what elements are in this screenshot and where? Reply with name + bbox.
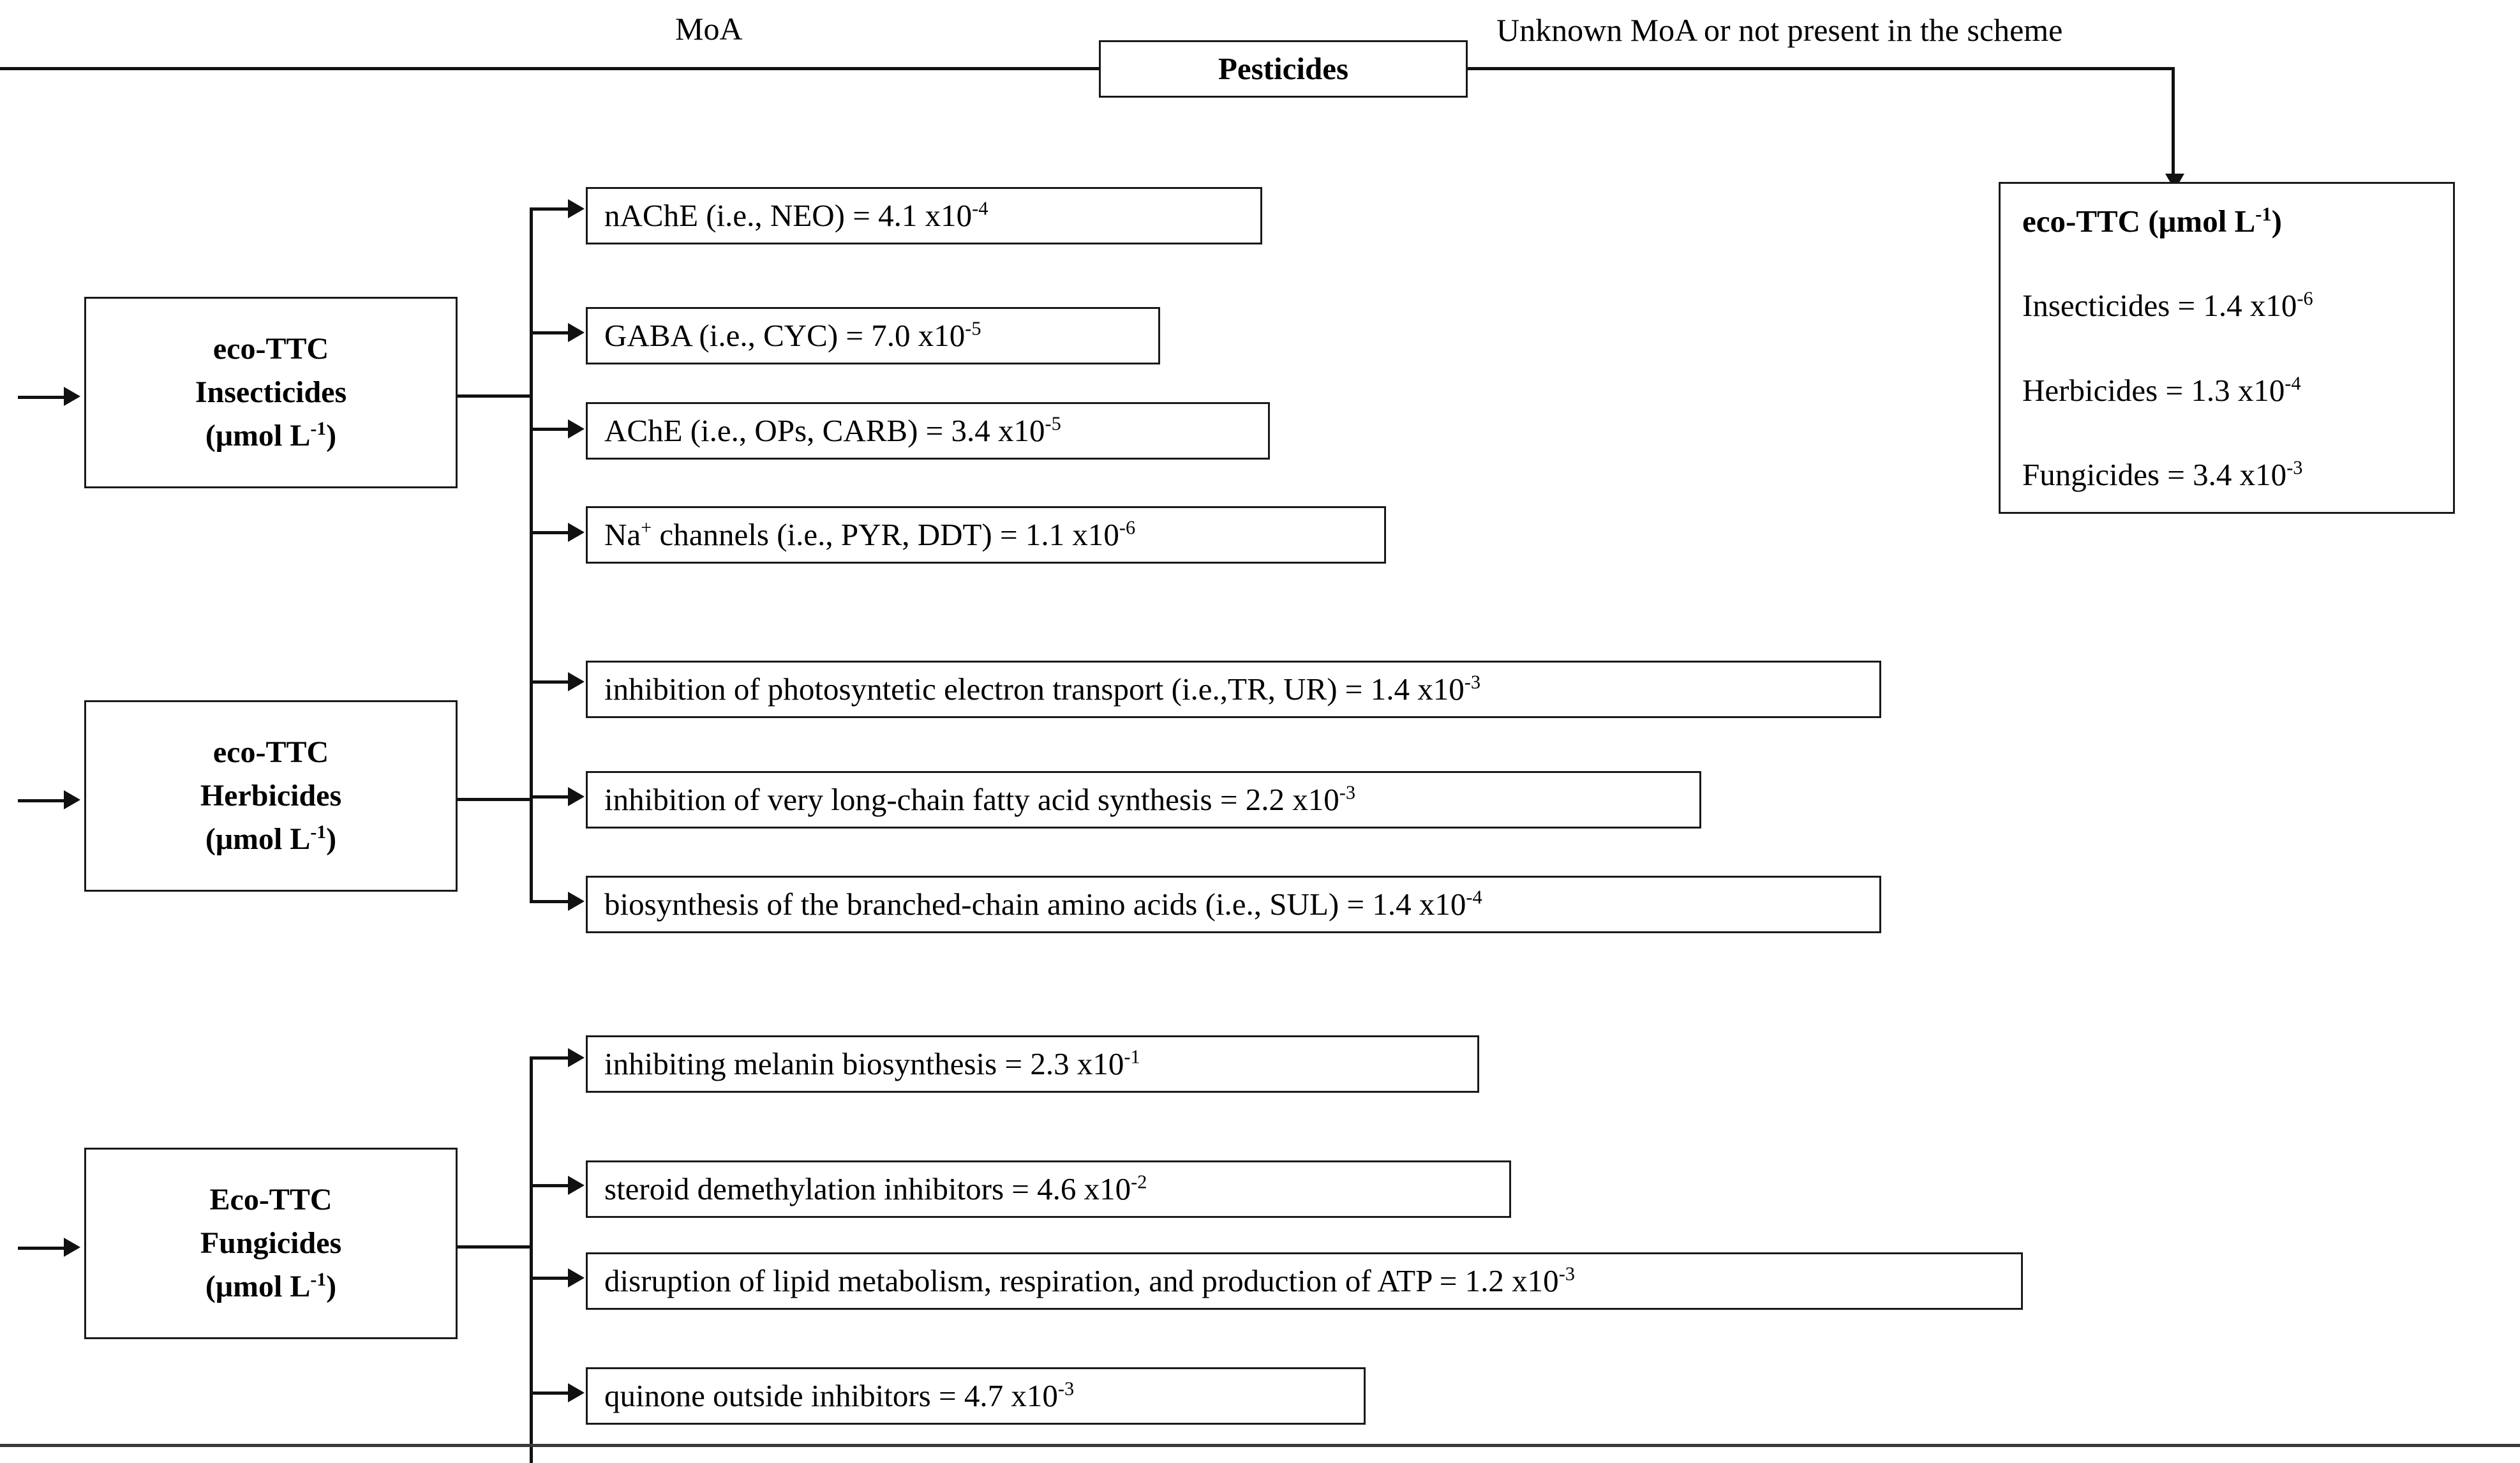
pesticides-box[interactable]: Pesticides	[1099, 40, 1468, 98]
moa-box-na-channels[interactable]: Na+ channels (i.e., PYR, DDT) = 1.1 x10-…	[586, 506, 1386, 564]
moa-box-quinone-outside-inhibitors[interactable]: quinone outside inhibitors = 4.7 x10-3	[586, 1367, 1366, 1425]
trunk-elbow-down	[2172, 67, 2175, 177]
ecottc-insecticides-line2: Insecticides	[195, 375, 347, 409]
herbicides-branch-3	[530, 900, 570, 903]
moa-box-branched-chain-amino-acids[interactable]: biosynthesis of the branched-chain amino…	[586, 876, 1881, 933]
bottom-divider	[0, 1444, 2520, 1447]
unknown-panel-heading-exp: -1	[2255, 203, 2272, 225]
unknown-moa-ecottc-panel[interactable]: eco-TTC (μmol L-1) Insecticides = 1.4 x1…	[1999, 182, 2455, 514]
moa-box-steroid-demethylation[interactable]: steroid demethylation inhibitors = 4.6 x…	[586, 1160, 1511, 1218]
moa-box-melanin-biosynthesis[interactable]: inhibiting melanin biosynthesis = 2.3 x1…	[586, 1035, 1479, 1093]
ecottc-insecticides-line3: (μmol L-1)	[205, 418, 337, 453]
insecticides-inbound-arrowhead	[64, 387, 80, 406]
unknown-panel-row-insecticides: Insecticides = 1.4 x10-6	[2022, 288, 2313, 324]
fungicides-inbound-line	[18, 1247, 65, 1250]
insecticides-branch-2	[530, 331, 570, 334]
fungicides-spine	[530, 1056, 533, 1463]
ecottc-insecticides-box[interactable]: eco-TTC Insecticides (μmol L-1)	[84, 297, 458, 488]
herbicides-arrowhead-2	[568, 787, 585, 806]
insecticides-branch-1	[530, 207, 570, 211]
moa-box-branched-chain-amino-acids-label: biosynthesis of the branched-chain amino…	[604, 886, 1482, 922]
ecottc-fungicides-line1: Eco-TTC	[209, 1182, 332, 1217]
moa-box-ache-label: AChE (i.e., OPs, CARB) = 3.4 x10-5	[604, 412, 1061, 449]
ecottc-fungicides-line2: Fungicides	[200, 1226, 342, 1260]
herbicides-spine	[530, 680, 533, 903]
moa-box-nachE-label: nAChE (i.e., NEO) = 4.1 x10-4	[604, 197, 988, 234]
insecticides-arrowhead-1	[568, 199, 585, 218]
unknown-panel-row-herbicides: Herbicides = 1.3 x10-4	[2022, 372, 2301, 408]
moa-box-fatty-acid-synthesis[interactable]: inhibition of very long-chain fatty acid…	[586, 771, 1701, 829]
herbicides-arrowhead-3	[568, 892, 585, 911]
herbicides-arrowhead-1	[568, 672, 585, 691]
unknown-panel-row-fungicides: Fungicides = 3.4 x10-3	[2022, 456, 2303, 492]
insecticides-spine	[530, 207, 533, 853]
moa-box-melanin-biosynthesis-label: inhibiting melanin biosynthesis = 2.3 x1…	[604, 1046, 1140, 1082]
fungicides-arrowhead-2	[568, 1176, 585, 1195]
ecottc-fungicides-box[interactable]: Eco-TTC Fungicides (μmol L-1)	[84, 1148, 458, 1339]
moa-box-fatty-acid-synthesis-label: inhibition of very long-chain fatty acid…	[604, 781, 1356, 818]
insecticides-arrowhead-2	[568, 323, 585, 342]
fungicides-branch-3	[530, 1277, 570, 1280]
moa-box-nachE[interactable]: nAChE (i.e., NEO) = 4.1 x10-4	[586, 187, 1262, 244]
unknown-panel-heading: eco-TTC (μmol L-1)	[2022, 203, 2282, 239]
herbicides-inbound-arrowhead	[64, 790, 80, 809]
moa-box-gaba-label: GABA (i.e., CYC) = 7.0 x10-5	[604, 317, 981, 354]
moa-box-quinone-outside-inhibitors-label: quinone outside inhibitors = 4.7 x10-3	[604, 1377, 1075, 1414]
herbicides-inbound-line	[18, 799, 65, 802]
ecottc-herbicides-line2: Herbicides	[200, 778, 342, 813]
insecticides-arrowhead-4	[568, 523, 585, 542]
ecottc-herbicides-line1: eco-TTC	[212, 735, 329, 769]
insecticides-branch-4	[530, 531, 570, 534]
moa-box-lipid-metabolism-label: disruption of lipid metabolism, respirat…	[604, 1263, 1575, 1299]
trunk-line-right	[1468, 67, 2175, 70]
insecticides-stem	[458, 394, 533, 398]
moa-box-photosynthetic-electron-transport[interactable]: inhibition of photosyntetic electron tra…	[586, 661, 1881, 718]
moa-box-ache[interactable]: AChE (i.e., OPs, CARB) = 3.4 x10-5	[586, 402, 1270, 460]
ecottc-insecticides-line1: eco-TTC	[212, 331, 329, 366]
fungicides-branch-4	[530, 1392, 570, 1395]
moa-box-na-channels-label: Na+ channels (i.e., PYR, DDT) = 1.1 x10-…	[604, 516, 1136, 553]
moa-box-photosynthetic-electron-transport-label: inhibition of photosyntetic electron tra…	[604, 671, 1481, 707]
moa-label: MoA	[675, 11, 743, 47]
moa-box-gaba[interactable]: GABA (i.e., CYC) = 7.0 x10-5	[586, 307, 1160, 364]
pesticides-box-label: Pesticides	[1218, 51, 1349, 87]
fungicides-branch-1	[530, 1056, 570, 1060]
fungicides-inbound-arrowhead	[64, 1238, 80, 1257]
fungicides-arrowhead-4	[568, 1383, 585, 1402]
ecottc-herbicides-line3: (μmol L-1)	[205, 822, 337, 857]
herbicides-stem	[458, 798, 533, 801]
moa-box-lipid-metabolism[interactable]: disruption of lipid metabolism, respirat…	[586, 1252, 2023, 1310]
unknown-moa-label: Unknown MoA or not present in the scheme	[1496, 12, 2063, 48]
fungicides-stem	[458, 1245, 533, 1249]
trunk-line-left	[0, 67, 1099, 70]
insecticides-inbound-line	[18, 396, 65, 399]
insecticides-arrowhead-3	[568, 419, 585, 439]
herbicides-branch-1	[530, 680, 570, 684]
ecottc-herbicides-box[interactable]: eco-TTC Herbicides (μmol L-1)	[84, 700, 458, 892]
fungicides-arrowhead-1	[568, 1048, 585, 1067]
fungicides-branch-2	[530, 1184, 570, 1187]
herbicides-branch-2	[530, 795, 570, 799]
ecottc-fungicides-line3: (μmol L-1)	[205, 1269, 337, 1304]
moa-box-steroid-demethylation-label: steroid demethylation inhibitors = 4.6 x…	[604, 1171, 1147, 1207]
insecticides-branch-3	[530, 428, 570, 431]
fungicides-arrowhead-3	[568, 1268, 585, 1287]
